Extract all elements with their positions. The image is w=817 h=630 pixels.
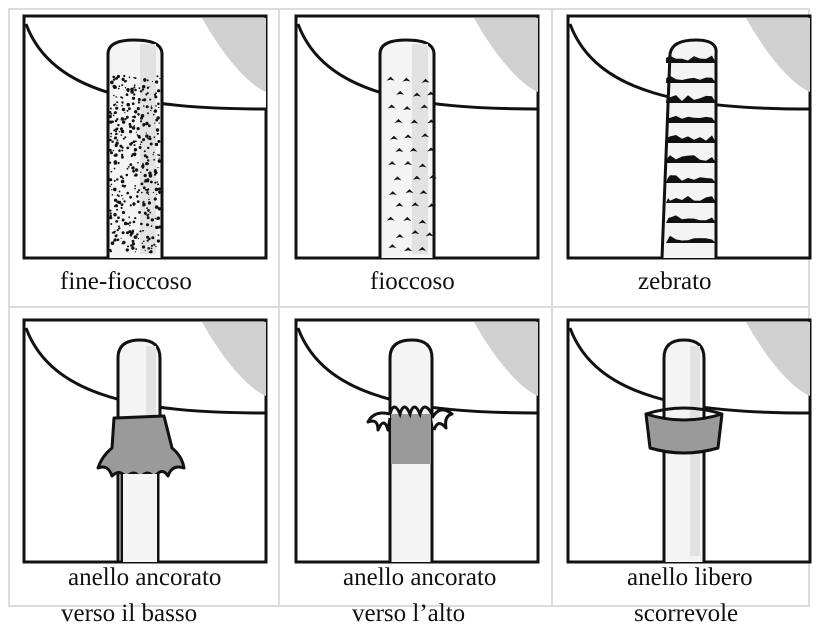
free-sliding-ring-icon xyxy=(566,318,812,564)
caption-zebrato: zebrato xyxy=(638,267,712,297)
caption-anello-libero-line1: anello libero xyxy=(627,563,753,593)
caption-anello-libero-line2: scorrevole xyxy=(634,599,738,629)
finely-floccose-stem-icon xyxy=(22,14,268,260)
floccose-stem-icon xyxy=(294,14,540,260)
caption-anello-verso-alto-line2: verso l’alto xyxy=(352,599,465,629)
grid-line-col2 xyxy=(551,8,553,607)
caption-fine-fioccoso: fine-fioccoso xyxy=(60,267,192,297)
caption-anello-verso-alto-line1: anello ancorato xyxy=(343,563,496,593)
ring-anchored-upward-icon xyxy=(294,318,540,564)
caption-anello-verso-basso-line2: verso il basso xyxy=(61,599,197,629)
grid-line-left xyxy=(8,8,10,607)
grid-line-middle xyxy=(8,306,809,308)
zebra-patterned-stem-icon xyxy=(566,14,812,260)
ring-anchored-downward-icon xyxy=(22,318,268,564)
grid-line-col1 xyxy=(278,8,280,607)
caption-anello-verso-basso-line1: anello ancorato xyxy=(68,563,221,593)
grid-line-top xyxy=(8,8,809,10)
caption-fioccoso: fioccoso xyxy=(370,267,455,297)
